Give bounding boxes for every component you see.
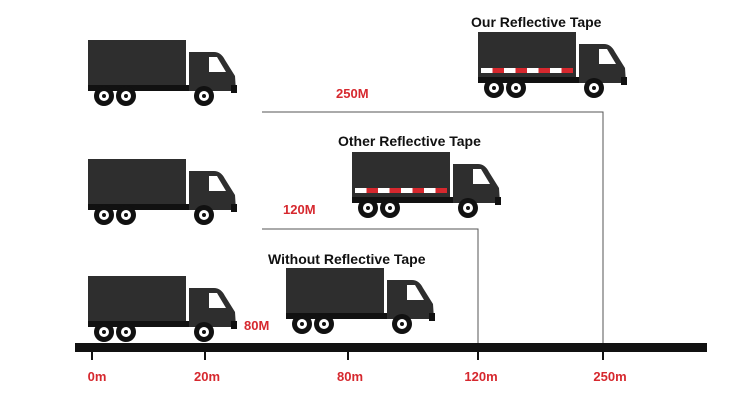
- truck-cargo-box: [88, 159, 186, 204]
- truck-wheel-axle: [388, 206, 392, 210]
- truck-wheel-axle: [466, 206, 470, 210]
- truck-window: [209, 293, 226, 308]
- road-ground-bar: [75, 343, 707, 352]
- left-truck-top-icon: [88, 40, 237, 106]
- truck-bumper: [231, 204, 237, 212]
- reflective-tape-segment: [492, 68, 504, 73]
- truck-window: [407, 285, 424, 300]
- truck-window: [599, 49, 616, 64]
- left-truck-bottom-icon: [88, 276, 237, 342]
- truck-bumper: [429, 313, 435, 321]
- guide-line-120m: [262, 228, 479, 343]
- reflective-tape-segment: [355, 188, 367, 193]
- other-tape-truck-icon: [352, 152, 501, 218]
- reflective-tape-segment: [378, 188, 390, 193]
- truck-window: [209, 176, 226, 191]
- reflective-tape-segment: [424, 188, 436, 193]
- truck-chassis: [88, 204, 236, 210]
- truck-cargo-box: [286, 268, 384, 313]
- truck-wheel-axle: [300, 322, 304, 326]
- distance-label-120m: 120M: [283, 202, 316, 217]
- heading-without-reflective-tape: Without Reflective Tape: [268, 251, 426, 267]
- trucks: [88, 32, 627, 342]
- left-truck-middle-icon: [88, 159, 237, 225]
- axis-tick-label-20m: 20m: [193, 369, 221, 384]
- truck-chassis: [88, 85, 236, 91]
- reflective-tape-segment: [412, 188, 424, 193]
- truck-wheel-axle: [124, 330, 128, 334]
- reflective-tape-segment: [401, 188, 413, 193]
- truck-wheel-axle: [202, 330, 206, 334]
- axis-tick-label-250m: 250m: [593, 369, 627, 384]
- truck-bumper: [621, 77, 627, 85]
- truck-chassis: [88, 321, 236, 327]
- guide-line-250m: [262, 111, 604, 343]
- truck-wheel-axle: [322, 322, 326, 326]
- truck-wheel-axle: [400, 322, 404, 326]
- reflective-tape-segment: [481, 68, 493, 73]
- truck-window: [473, 169, 490, 184]
- axis-tick-label-120m: 120m: [464, 369, 498, 384]
- truck-chassis: [478, 77, 626, 83]
- truck-chassis: [286, 313, 434, 319]
- truck-wheel-axle: [514, 86, 518, 90]
- reflective-tape-segment: [515, 68, 527, 73]
- truck-wheel-axle: [102, 330, 106, 334]
- truck-wheel-axle: [202, 94, 206, 98]
- heading-other-reflective-tape: Other Reflective Tape: [338, 133, 481, 149]
- reflective-tape-segment: [504, 68, 516, 73]
- axis-tick-label-0m: 0m: [87, 369, 107, 384]
- truck-wheel-axle: [592, 86, 596, 90]
- heading-our-reflective-tape: Our Reflective Tape: [471, 14, 602, 30]
- our-tape-truck-icon: [478, 32, 627, 98]
- truck-wheel-axle: [124, 94, 128, 98]
- truck-cargo-box: [88, 276, 186, 321]
- reflective-tape-segment: [366, 188, 378, 193]
- reflective-tape-segment: [435, 188, 447, 193]
- reflective-tape-segment: [389, 188, 401, 193]
- truck-wheel-axle: [492, 86, 496, 90]
- truck-cargo-box: [88, 40, 186, 85]
- truck-window: [209, 57, 226, 72]
- reflective-tape-segment: [561, 68, 573, 73]
- reflective-tape-segment: [550, 68, 562, 73]
- truck-bumper: [231, 321, 237, 329]
- truck-wheel-axle: [202, 213, 206, 217]
- truck-bumper: [231, 85, 237, 93]
- truck-wheel-axle: [124, 213, 128, 217]
- truck-chassis: [352, 197, 500, 203]
- no-tape-truck-icon: [286, 268, 435, 334]
- reflective-tape-segment: [527, 68, 539, 73]
- truck-bumper: [495, 197, 501, 205]
- reflective-tape-segment: [538, 68, 550, 73]
- truck-wheel-axle: [102, 94, 106, 98]
- distance-label-80m: 80M: [244, 318, 270, 333]
- distance-label-250m: 250M: [336, 86, 369, 101]
- distance-guide-lines: [262, 111, 604, 343]
- truck-wheel-axle: [102, 213, 106, 217]
- axis-ticks: [91, 352, 604, 360]
- truck-wheel-axle: [366, 206, 370, 210]
- axis-tick-label-80m: 80m: [336, 369, 364, 384]
